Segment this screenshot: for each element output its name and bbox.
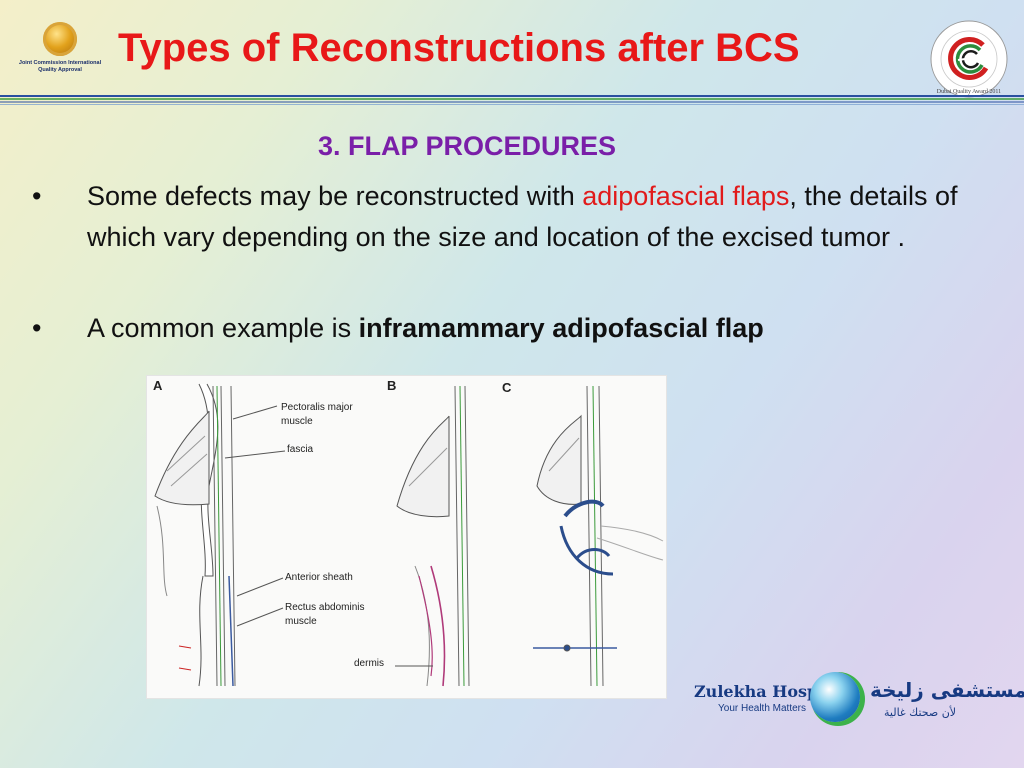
section-heading: 3. FLAP PROCEDURES (318, 131, 617, 161)
panel-c-drawing (533, 385, 664, 687)
hospital-name: Zulekha Hospital (694, 682, 849, 701)
panel-b-drawing (395, 385, 470, 687)
hospital-emblem-icon (810, 672, 860, 722)
dubai-quality-award-logo: Dubai Quality Award 2011 (930, 20, 1008, 98)
bullet-2-pre: A common example is (87, 313, 359, 343)
label-fascia: fascia (287, 444, 314, 455)
hospital-tagline: Your Health Matters (718, 703, 807, 714)
header-divider (0, 95, 1024, 105)
bullet-marker: • (32, 313, 42, 343)
zulekha-hospital-logo: Zulekha Hospital Your Health Matters مست… (688, 670, 1024, 730)
hospital-arabic-name: مستشفى زليخة (870, 678, 1024, 702)
bullet-1-post: , the details of which vary depending on… (87, 181, 958, 252)
anatomical-illustration: A B C Pectoralis major (146, 375, 667, 699)
illustration-drawing: A B C Pectoralis major (153, 378, 664, 687)
panel-label-c: C (502, 380, 512, 395)
bullet-2-bold: inframammary adipofascial flap (358, 313, 764, 343)
bullet-1-highlight: adipofascial flaps (582, 181, 790, 211)
panel-a-drawing (154, 383, 286, 687)
hospital-arabic-tagline: لأن صحتك غالية (884, 706, 957, 719)
panel-label-b: B (387, 378, 396, 393)
label-pectoralis-muscle: muscle (281, 416, 313, 427)
label-rectus: Rectus abdominis (285, 602, 364, 613)
label-anterior-sheath: Anterior sheath (285, 572, 353, 583)
jci-seal-icon (43, 22, 77, 56)
bullet-marker: • (32, 181, 42, 211)
bullet-2-text: A common example is inframammary adipofa… (87, 308, 987, 349)
award-logo-text: Dubai Quality Award 2011 (937, 89, 1001, 95)
jci-logo: Joint Commission International Quality A… (14, 22, 106, 86)
panel-label-a: A (153, 378, 163, 393)
label-dermis: dermis (354, 658, 384, 669)
jci-logo-text: Joint Commission International Quality A… (18, 60, 102, 73)
bullet-1-text: Some defects may be reconstructed with a… (87, 176, 967, 257)
slide-title: Types of Reconstructions after BCS (118, 26, 800, 70)
bullet-1-pre: Some defects may be reconstructed with (87, 181, 583, 211)
label-pectoralis: Pectoralis major (281, 402, 353, 413)
label-rectus-muscle: muscle (285, 616, 317, 627)
